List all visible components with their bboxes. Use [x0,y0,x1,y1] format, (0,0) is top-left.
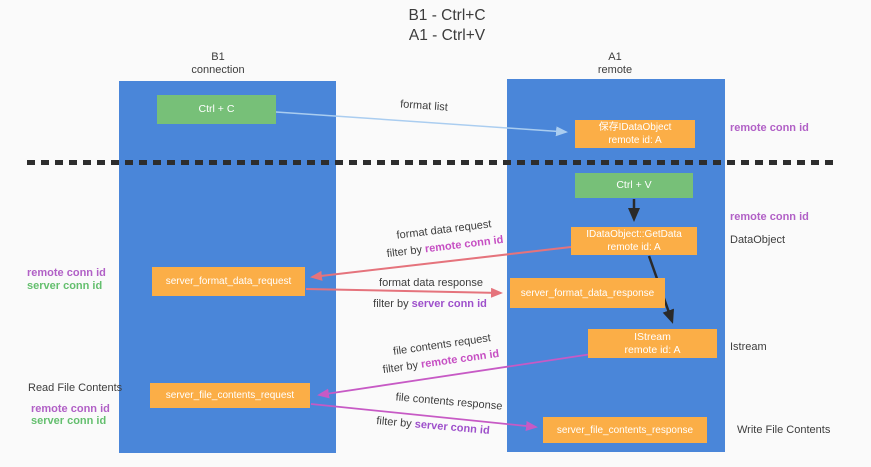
format-data-response-arrow [305,287,503,298]
remote-conn-id-side-label-mid: remote conn id [730,211,809,223]
left-lane-header: B1 connection [191,51,244,77]
idataobject-getdata-line1: IDataObject::GetData [586,229,682,240]
server-file-contents-request-label: server_file_contents_request [165,390,295,401]
istream-side-label: Istream [730,341,767,353]
server-format-data-response-box: server_format_data_response [510,278,665,308]
remote-conn-id-left-label-2: remote conn id [31,403,110,415]
ctrl-c-label: Ctrl + C [198,103,235,115]
right-lane-title: A1 [608,51,622,63]
store-idataobject-box: 保存IDataObject remote id: A [575,120,695,148]
title-line-1: B1 - Ctrl+C [408,7,486,24]
server-file-contents-request-box: server_file_contents_request [150,383,310,408]
istream-line2: remote id: A [624,343,681,356]
title-line-2: A1 - Ctrl+V [408,27,486,44]
remote-conn-id-side-label-top: remote conn id [730,122,809,134]
server-file-contents-response-box: server_file_contents_response [543,417,707,443]
dashed-separator-line [27,160,833,165]
read-file-contents-label: Read File Contents [28,382,123,394]
store-idataobject-line1: 保存IDataObject [598,122,672,133]
diagram-title: B1 - Ctrl+C A1 - Ctrl+V [408,6,485,46]
remote-conn-id-left-label-1: remote conn id [27,267,106,279]
write-file-contents-label: Write File Contents [737,424,831,436]
istream-box: IStream remote id: A [588,329,717,358]
server-format-data-request-label: server_format_data_request [165,276,292,287]
dataobject-side-label: DataObject [730,234,786,246]
left-lane-title: B1 [211,51,225,63]
format-data-request-arrow [310,246,572,281]
server-conn-id-text: server conn id [411,298,487,310]
idataobject-getdata-line2: remote id: A [607,242,661,253]
istream-line1: IStream [634,330,671,343]
format-list-arrow [275,111,568,137]
format-data-response-label: format data response [379,277,483,289]
ctrl-v-label: Ctrl + V [616,179,652,191]
server-format-data-response-label: server_format_data_response [520,287,655,299]
server-format-data-request-box: server_format_data_request [152,267,305,296]
ctrl-c-box: Ctrl + C [157,95,276,124]
file-contents-request-arrow [317,353,593,399]
filter-by-text: filter by [373,298,409,310]
left-lane-subtitle: connection [191,64,245,76]
file-contents-response-arrow [310,403,538,431]
server-file-contents-response-label: server_file_contents_response [556,424,694,436]
right-lane-subtitle: remote [597,64,633,76]
store-idataobject-line2: remote id: A [608,135,662,146]
idataobject-getdata-box: IDataObject::GetData remote id: A [571,227,697,255]
right-lane-header: A1 remote [598,51,632,77]
server-conn-id-left-label-2: server conn id [31,415,107,427]
server-conn-id-left-label-1: server conn id [27,280,103,292]
filter-by-server-conn-id-label-1: filter by server conn id [373,298,487,310]
ctrl-v-box: Ctrl + V [575,173,693,198]
